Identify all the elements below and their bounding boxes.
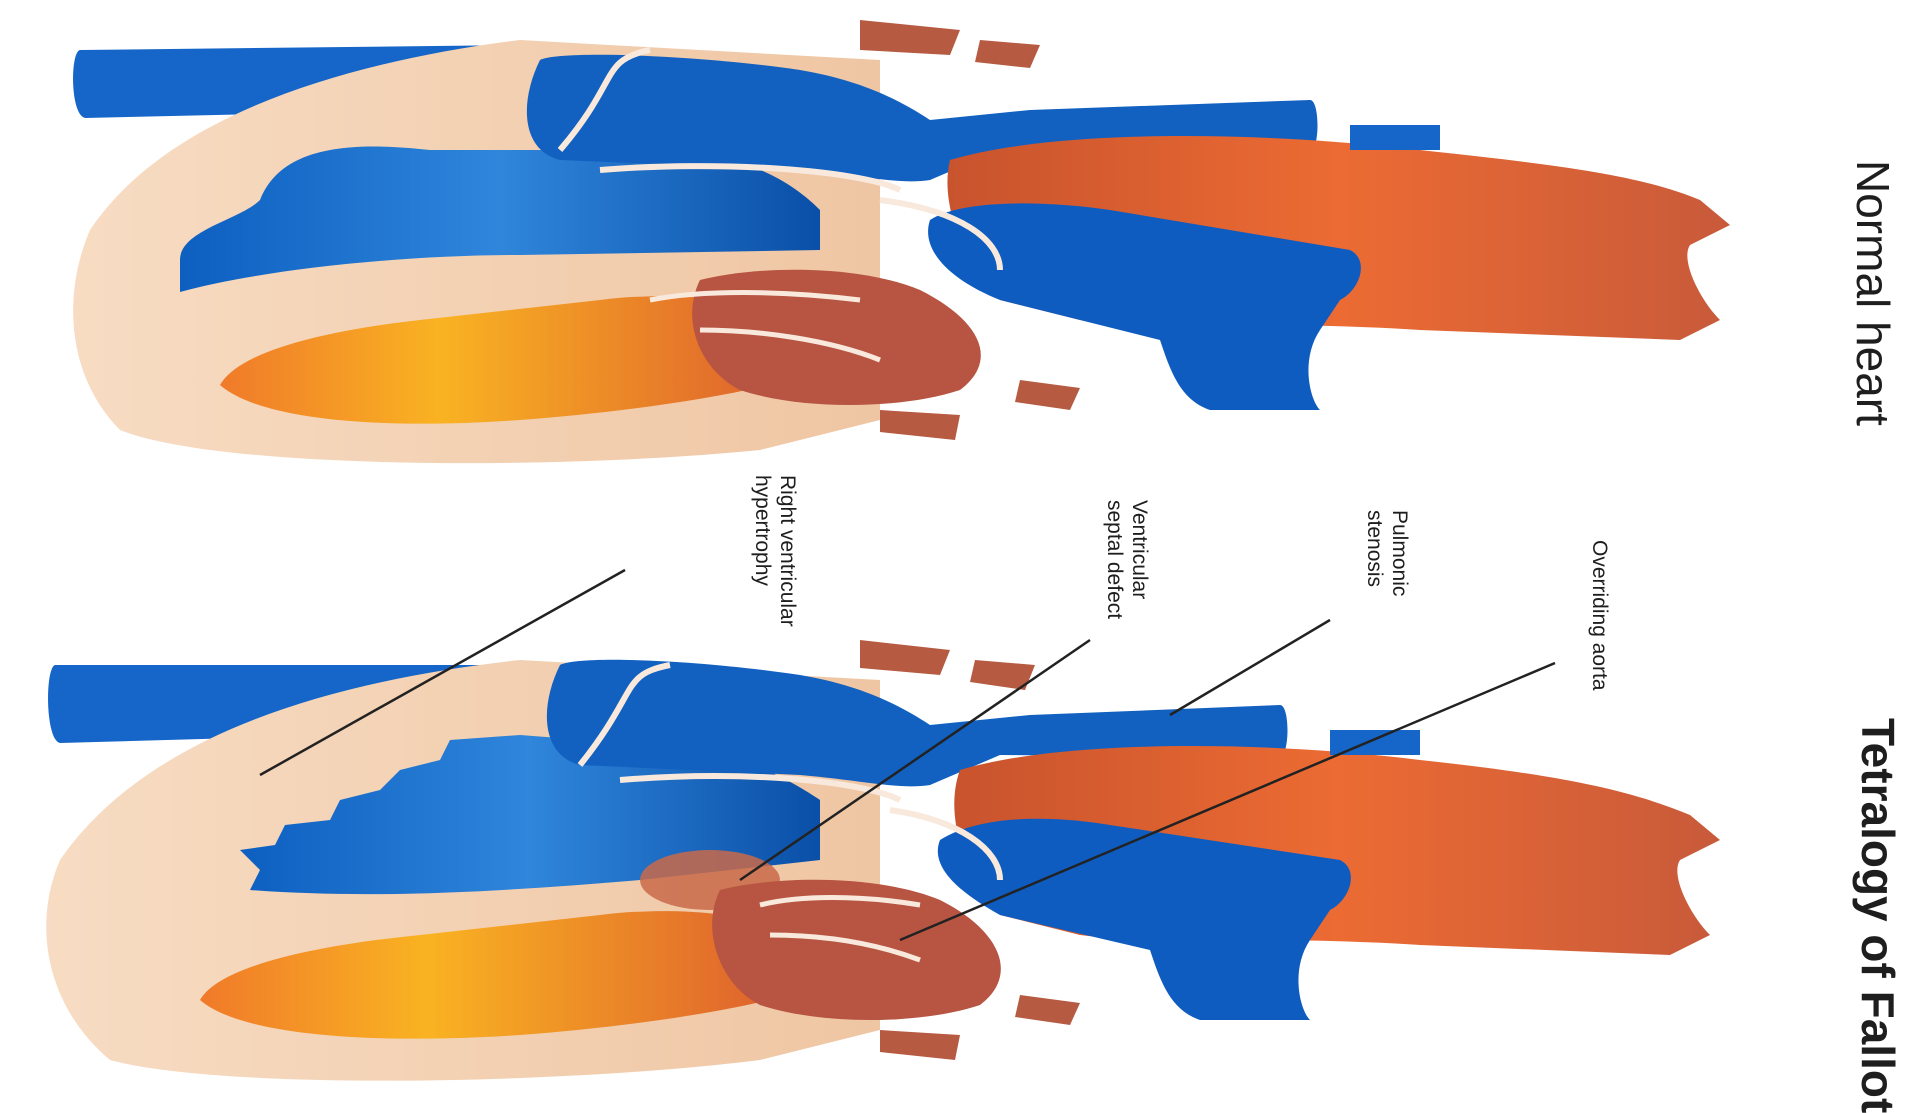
- tof-vessel-1: [860, 640, 950, 675]
- tof-left-atrium: [712, 880, 1001, 1020]
- label-ventricular-septal-defect: Ventricular septal defect: [1102, 500, 1152, 619]
- label-right-ventricular-hypertrophy: Right ventricular hypertrophy: [750, 475, 800, 627]
- tof-heart: [46, 640, 1720, 1081]
- tof-vessel-4: [1015, 995, 1080, 1025]
- normal-vessel-blue: [1350, 125, 1440, 150]
- diagram-canvas: Normal heart Tetralogy of Fallot Overrid…: [0, 0, 1909, 1090]
- tof-vessel-3: [880, 1030, 960, 1060]
- heart-diagrams: [0, 0, 1909, 1090]
- leader-pulmonic-stenosis: [1170, 620, 1330, 715]
- normal-vessel-2: [975, 40, 1040, 68]
- normal-vessel-3: [880, 410, 960, 440]
- normal-vessel-4: [1015, 380, 1080, 410]
- title-normal-heart: Normal heart: [1846, 160, 1900, 426]
- normal-heart: [73, 20, 1730, 463]
- title-tetralogy-of-fallot: Tetralogy of Fallot: [1851, 718, 1905, 1113]
- label-pulmonic-stenosis: Pulmonic stenosis: [1362, 510, 1412, 596]
- normal-vessel-1: [860, 20, 960, 55]
- label-overriding-aorta: Overriding aorta: [1587, 540, 1612, 691]
